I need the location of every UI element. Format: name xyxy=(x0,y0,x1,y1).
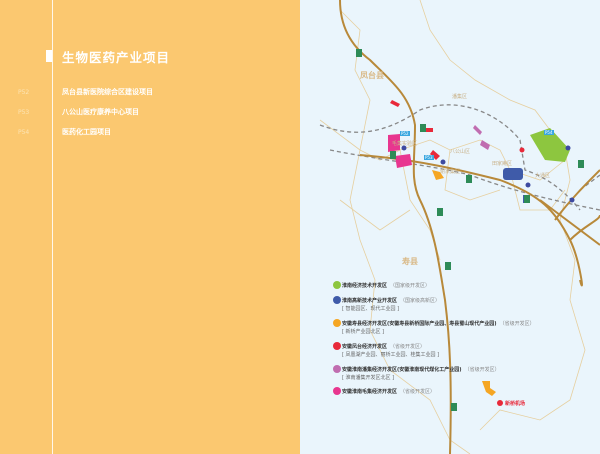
legend-dot xyxy=(333,296,341,304)
legend-sub: [ 凤凰湖产业园、丽桥工业园、桂集工业园 ] xyxy=(342,352,440,358)
highway-exit-icons xyxy=(356,49,584,411)
region-label: 田家庵区 xyxy=(492,161,513,167)
airport-icon xyxy=(497,400,503,406)
flag-p52[interactable]: P52 xyxy=(400,131,410,136)
legend-item: 安徽淮南毛集经济开发区（省级开发区） xyxy=(333,387,435,395)
legend-dot xyxy=(333,319,341,327)
legend-sub: [ 淮南潘集开发区北区 ] xyxy=(342,375,395,381)
legend-item: 淮南高新技术产业开发区（国家级高新区） xyxy=(333,296,440,304)
legend-sub: [ 新桥产业园北区 ] xyxy=(342,329,385,335)
region-label: 寿县 xyxy=(402,257,418,266)
region-label: 毛集实验区 xyxy=(392,141,418,147)
region-label: 八公山区 xyxy=(450,149,471,155)
legend-item: 安徽凤台经济开发区（省级开发区） xyxy=(333,342,425,350)
legend-dot xyxy=(333,365,341,373)
hospital-icon xyxy=(519,147,525,153)
legend-item: 安徽寿县经济开发区(安徽寿县新桥国际产业园、寿县蜀山现代产业园)（省级开发区） xyxy=(333,319,535,327)
legend-dot xyxy=(333,281,341,289)
highways xyxy=(339,0,600,454)
section-title: 生物医药产业项目 xyxy=(62,50,171,65)
region-label: 凤台县 xyxy=(360,71,384,80)
airport-label: 新桥机场 xyxy=(505,401,526,407)
station-icons xyxy=(401,145,575,203)
divider-line xyxy=(52,0,53,454)
title-marker xyxy=(46,50,52,62)
legend-dot xyxy=(333,342,341,350)
map: 凤台县 潘集区 毛集实验区 八公山区 谢家集区 田家庵区 大通区 寿县 新桥机场… xyxy=(300,0,600,454)
district-borders xyxy=(319,0,586,454)
region-label: 谢家集区 xyxy=(440,169,461,175)
flag-p53[interactable]: P53 xyxy=(424,155,434,160)
legend-item: 淮南经济技术开发区（国家级开发区） xyxy=(333,281,430,289)
region-label: 潘集区 xyxy=(452,94,468,100)
legend-item: 安徽淮南潘集经济开发区(安徽淮南现代煤化工产业园)（省级开发区） xyxy=(333,365,500,373)
legend-sub: [ 智能园区、现代工业园 ] xyxy=(342,306,400,312)
map-graphic xyxy=(319,0,600,454)
legend-dot xyxy=(333,387,341,395)
zones xyxy=(388,100,570,396)
flag-p54[interactable]: P54 xyxy=(544,130,554,135)
region-label: 大通区 xyxy=(535,173,551,179)
